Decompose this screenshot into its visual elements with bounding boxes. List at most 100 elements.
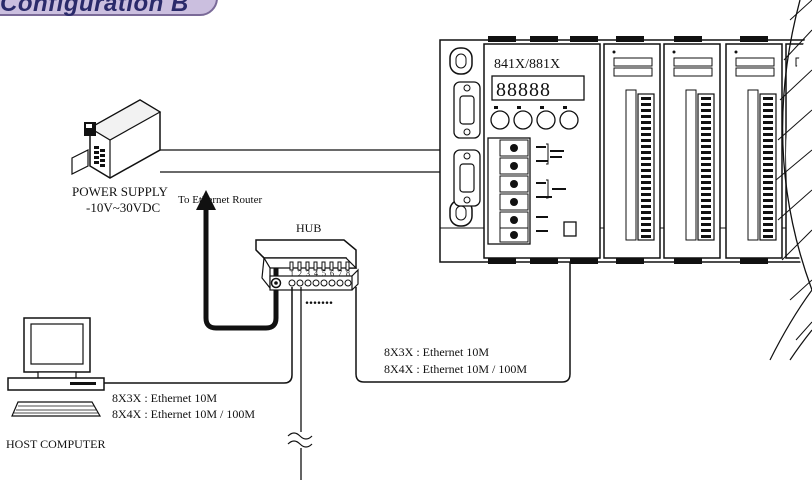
terminal-pin [641, 133, 651, 136]
terminal-pin [641, 181, 651, 184]
terminal-pin [763, 205, 773, 208]
terminal-pin [701, 229, 711, 232]
terminal-pin [763, 169, 773, 172]
host-computer-label: HOST COMPUTER [6, 437, 105, 451]
terminal-pin [763, 193, 773, 196]
terminal-pin [701, 139, 711, 142]
hub-ellipsis: ....... [305, 291, 333, 308]
terminal-pin [641, 175, 651, 178]
terminal-pin [641, 115, 651, 118]
device-link-line1: 8X3X : Ethernet 10M [384, 345, 489, 359]
terminal-pin [701, 151, 711, 154]
terminal-block [487, 137, 531, 245]
display-digits: 88888 [496, 79, 551, 101]
host-link-line1: 8X3X : Ethernet 10M [112, 391, 217, 405]
power-supply-icon [71, 99, 162, 179]
hub-port-1: 1 [290, 269, 294, 278]
terminal-pin [763, 157, 773, 160]
terminal-pin [641, 205, 651, 208]
terminal-pin [641, 187, 651, 190]
hub-label: HUB [296, 221, 321, 235]
hub-port-4: 4 [314, 269, 318, 278]
terminal-pin [701, 115, 711, 118]
terminal-pin [763, 181, 773, 184]
terminal-pin [701, 127, 711, 130]
terminal-pin [763, 127, 773, 130]
device-model: 841X/881X [494, 57, 560, 72]
terminal-pin [763, 139, 773, 142]
terminal-pin [701, 109, 711, 112]
terminal-pin [701, 217, 711, 220]
terminal-pin [641, 103, 651, 106]
cable-break-icon [287, 432, 313, 440]
terminal-pin [701, 169, 711, 172]
host-link-line2: 8X4X : Ethernet 10M / 100M [112, 407, 255, 421]
hub-icon [255, 239, 359, 291]
terminal-pin [701, 121, 711, 124]
hub-port-6: 6 [330, 269, 334, 278]
terminal-pin [701, 145, 711, 148]
power-supply-title: POWER SUPPLY [72, 184, 168, 199]
terminal-pin [641, 211, 651, 214]
terminal-pin [701, 103, 711, 106]
terminal-pin [641, 229, 651, 232]
terminal-pin [763, 235, 773, 238]
terminal-pin [641, 145, 651, 148]
terminal-pin [641, 109, 651, 112]
terminal-pin [641, 223, 651, 226]
terminal-pin [641, 121, 651, 124]
terminal-pin [701, 223, 711, 226]
terminal-pin [763, 187, 773, 190]
terminal-pin [763, 217, 773, 220]
terminal-pin [763, 211, 773, 214]
io-module-2 [663, 43, 721, 259]
terminal-pin [641, 139, 651, 142]
power-supply-range: -10V~30VDC [86, 200, 160, 215]
io-module-3 [725, 43, 783, 259]
terminal-pin [701, 181, 711, 184]
terminal-pin [641, 127, 651, 130]
terminal-pin [763, 199, 773, 202]
terminal-pin [701, 199, 711, 202]
controller-chassis: 841X/881X 88888 [439, 36, 812, 264]
router-arrow-icon [196, 190, 216, 210]
router-uplink-cable [203, 206, 279, 331]
terminal-pin [641, 199, 651, 202]
ethernet-port-icon [563, 221, 577, 237]
router-label: To Ethernet Router [178, 194, 262, 206]
terminal-pin [763, 103, 773, 106]
terminal-pin [763, 223, 773, 226]
configuration-tab: Configuration B [0, 0, 218, 17]
terminal-pin [701, 157, 711, 160]
hub-port-2: 2 [298, 269, 302, 278]
hub-port-5: 5 [322, 269, 326, 278]
terminal-pin [701, 211, 711, 214]
host-cable [102, 287, 293, 384]
terminal-pin [641, 163, 651, 166]
terminal-pin [641, 193, 651, 196]
terminal-pin [701, 163, 711, 166]
terminal-pin [641, 235, 651, 238]
host-computer-icon [7, 317, 105, 417]
hub-port-numbers: 1 2 3 4 5 6 7 8 [290, 269, 350, 278]
device-link-line2: 8X4X : Ethernet 10M / 100M [384, 362, 527, 376]
terminal-pin [763, 163, 773, 166]
terminal-pin [641, 97, 651, 100]
terminal-pin [641, 157, 651, 160]
terminal-pin [701, 97, 711, 100]
terminal-pin [763, 151, 773, 154]
terminal-pin [763, 115, 773, 118]
terminal-pin [763, 229, 773, 232]
terminal-pin [701, 205, 711, 208]
terminal-pin [701, 175, 711, 178]
terminal-pin [701, 193, 711, 196]
device-cable [355, 252, 571, 383]
hub-port-8: 8 [346, 269, 350, 278]
terminal-pin [641, 217, 651, 220]
hub-port-7: 7 [338, 269, 342, 278]
seven-segment-display [491, 75, 585, 101]
terminal-pin [763, 175, 773, 178]
terminal-pin [701, 235, 711, 238]
terminal-pin [763, 121, 773, 124]
